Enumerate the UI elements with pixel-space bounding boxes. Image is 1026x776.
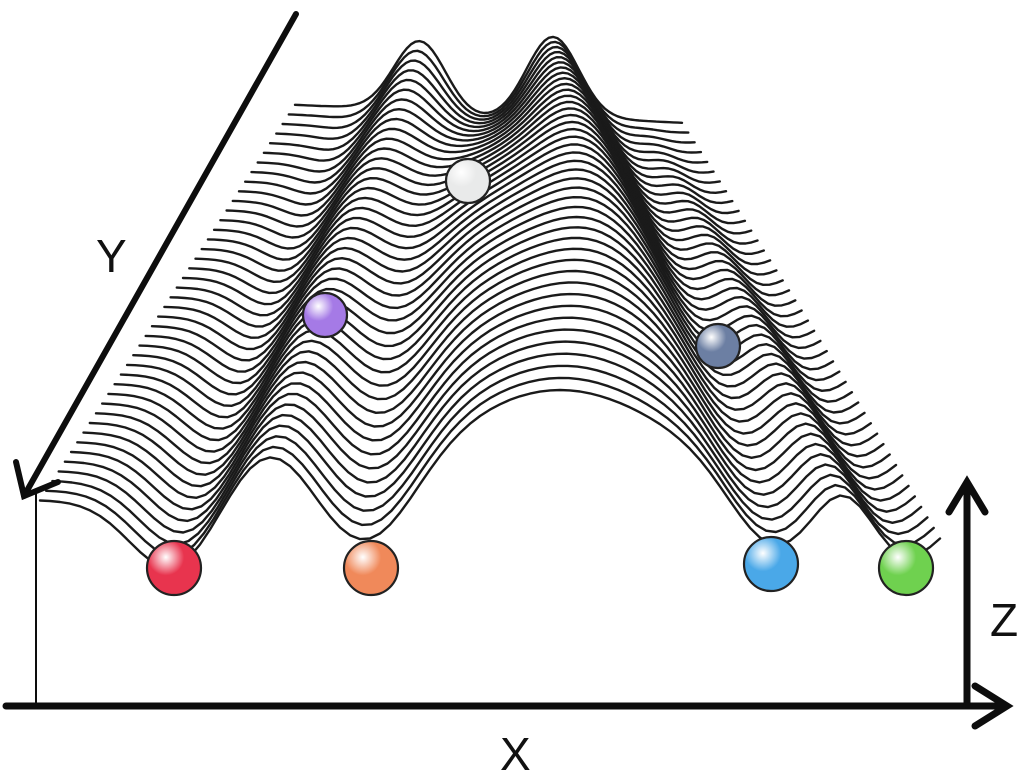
contour-line: [212, 107, 765, 256]
contour-line: [287, 40, 690, 134]
contour-line: [94, 281, 885, 465]
contour-line: [169, 159, 810, 328]
contour-line: [51, 364, 929, 546]
contour-lines: [38, 35, 942, 569]
contour-line: [268, 56, 709, 164]
ball-purple: [301, 291, 349, 339]
contour-line: [57, 352, 923, 534]
contour-line: [243, 76, 734, 205]
contour-line: [163, 168, 816, 339]
ball-slate: [694, 322, 742, 370]
contour-line: [100, 269, 879, 453]
contour-line: [250, 71, 728, 195]
contour-line: [45, 376, 935, 557]
ball-red: [145, 539, 203, 597]
contour-line: [156, 177, 822, 351]
axes: X Y Z: [2, 11, 1018, 776]
contour-line: [76, 316, 904, 499]
contour-line: [82, 304, 898, 488]
balls: [145, 157, 935, 597]
contour-line: [225, 94, 753, 235]
contour-line: [231, 88, 747, 225]
ball-green: [877, 539, 935, 597]
x-axis-arrowhead: [971, 682, 1014, 730]
ball-orange: [342, 539, 400, 597]
contour-line: [88, 292, 891, 476]
contour-line: [219, 100, 759, 245]
ball-blue: [742, 535, 800, 593]
contour-line: [63, 340, 916, 523]
contour-line: [200, 120, 778, 276]
ball-white: [444, 157, 492, 205]
y-axis-label: Y: [96, 230, 127, 282]
contour-line: [275, 50, 703, 154]
x-axis-label: X: [500, 728, 531, 776]
contour-line: [113, 247, 866, 430]
contour-line: [107, 258, 872, 442]
contour-line: [293, 35, 684, 125]
contour-line: [175, 151, 803, 318]
contour-line: [125, 226, 854, 407]
y-axis-line: [21, 11, 299, 499]
z-axis-arrowhead: [945, 475, 989, 516]
contour-line: [69, 328, 910, 511]
contour-line: [237, 82, 740, 215]
contour-line: [281, 45, 696, 144]
contour-line: [119, 236, 860, 419]
contour-line: [262, 61, 715, 174]
contour-line: [256, 66, 721, 184]
contour-line: [206, 113, 772, 266]
z-axis-label: Z: [990, 594, 1018, 646]
y-axis-arrowhead: [13, 459, 61, 501]
